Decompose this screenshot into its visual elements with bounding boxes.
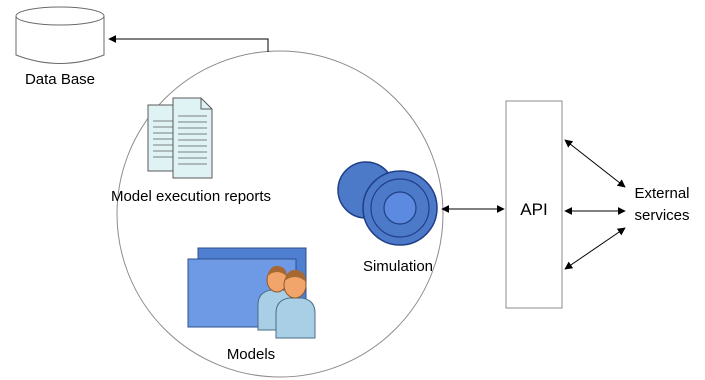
reports-label: Model execution reports — [111, 188, 271, 205]
arrow-api-external-bottom — [564, 227, 626, 270]
database-icon — [15, 6, 105, 64]
simulation-icon — [337, 161, 438, 246]
arrow-api-external-top — [564, 139, 626, 188]
simulation-label: Simulation — [363, 258, 433, 275]
database-label: Data Base — [25, 71, 95, 88]
user-icon-front — [275, 269, 316, 339]
api-box — [505, 100, 563, 309]
system-boundary-circle — [116, 50, 444, 378]
models-label: Models — [227, 346, 275, 363]
documents-icon — [147, 97, 213, 179]
arrow-to-database — [108, 35, 269, 52]
api-label: API — [520, 200, 547, 219]
external-services-label-line1: External — [634, 185, 689, 202]
external-services-label-line2: services — [634, 207, 689, 224]
models-icon — [187, 247, 316, 339]
